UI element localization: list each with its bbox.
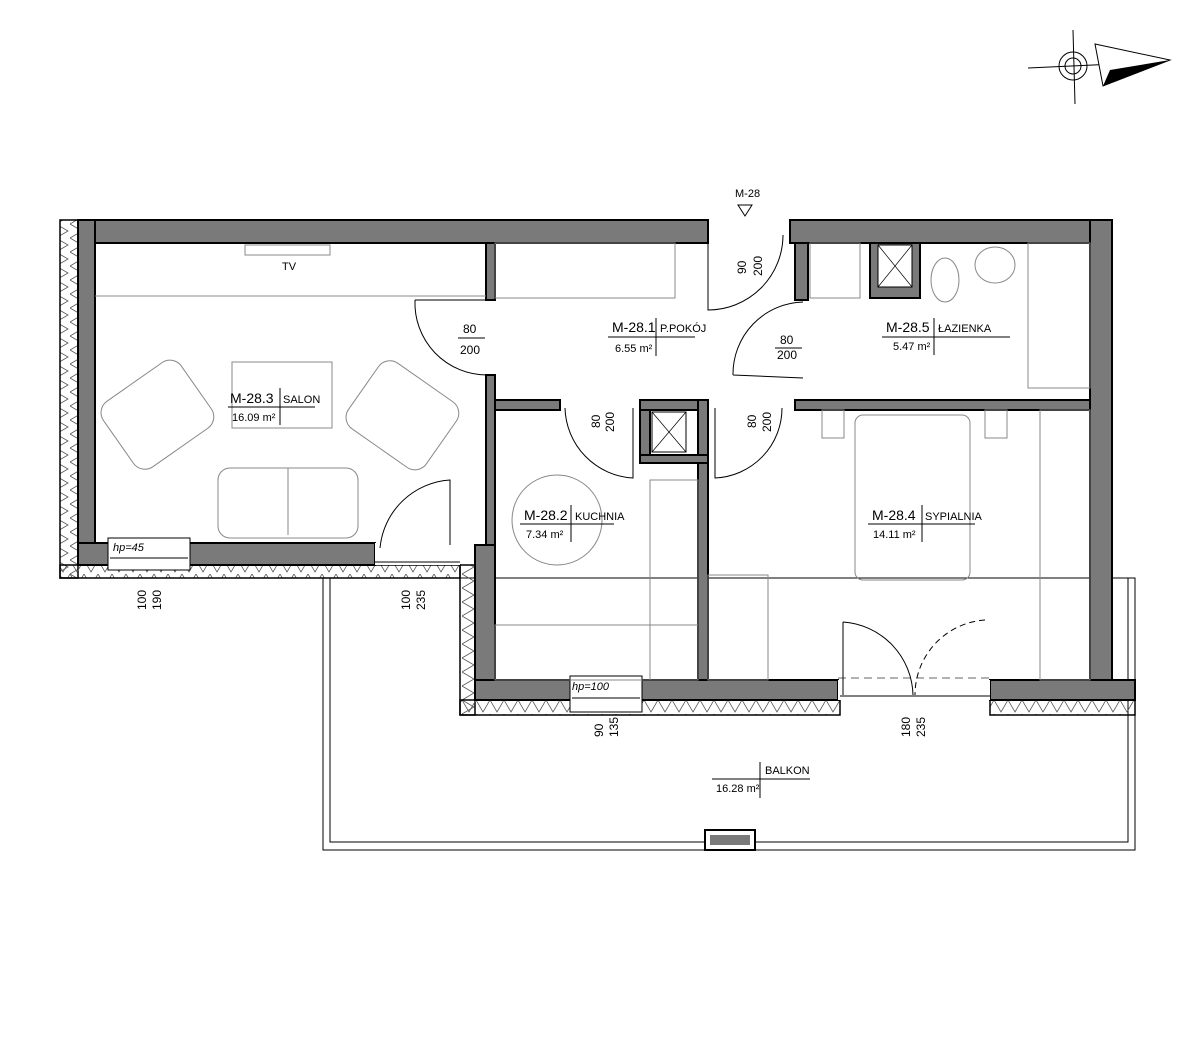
svg-text:90: 90 xyxy=(592,723,606,737)
svg-text:M-28.5: M-28.5 xyxy=(886,319,930,335)
furniture xyxy=(95,242,1091,681)
svg-text:80: 80 xyxy=(780,333,794,347)
svg-text:hp=45: hp=45 xyxy=(113,542,145,554)
svg-text:KUCHNIA: KUCHNIA xyxy=(575,511,625,523)
svg-text:100: 100 xyxy=(135,590,149,610)
window-dimensions: hp=45 100 190 100 235 hp=100 90 135 180 … xyxy=(113,542,928,737)
svg-text:200: 200 xyxy=(460,343,480,357)
svg-text:BALKON: BALKON xyxy=(765,765,810,777)
svg-text:SALON: SALON xyxy=(283,394,320,406)
svg-text:P.POKÓJ: P.POKÓJ xyxy=(660,322,706,335)
room-label-balcony: BALKON 16.28 m² xyxy=(712,762,810,798)
entrance-arrow-icon xyxy=(737,204,753,217)
svg-text:16.28 m²: 16.28 m² xyxy=(716,783,760,795)
windows xyxy=(107,537,990,713)
svg-text:hp=100: hp=100 xyxy=(572,681,610,693)
room-label-hall: M-28.1 P.POKÓJ 6.55 m² xyxy=(608,318,706,356)
svg-text:SYPIALNIA: SYPIALNIA xyxy=(925,511,983,523)
room-label-salon: M-28.3 SALON 16.09 m² xyxy=(228,388,320,425)
svg-text:M-28.4: M-28.4 xyxy=(872,507,916,523)
walls xyxy=(77,219,1136,701)
svg-text:80: 80 xyxy=(463,322,477,336)
svg-text:16.09 m²: 16.09 m² xyxy=(232,412,276,424)
svg-text:200: 200 xyxy=(777,348,797,362)
svg-text:135: 135 xyxy=(607,717,621,737)
svg-text:5.47 m²: 5.47 m² xyxy=(893,341,931,353)
svg-text:190: 190 xyxy=(150,590,164,610)
doors xyxy=(379,234,986,696)
svg-text:M-28.1: M-28.1 xyxy=(612,319,656,335)
svg-text:M-28.2: M-28.2 xyxy=(524,507,568,523)
svg-text:6.55 m²: 6.55 m² xyxy=(615,343,653,355)
entrance-label: M-28 xyxy=(735,188,760,200)
svg-text:80: 80 xyxy=(745,414,759,428)
svg-text:235: 235 xyxy=(414,590,428,610)
room-label-bedroom: M-28.4 SYPIALNIA 14.11 m² xyxy=(868,505,983,542)
svg-text:ŁAZIENKA: ŁAZIENKA xyxy=(938,323,992,335)
svg-text:200: 200 xyxy=(760,412,774,432)
room-label-kitchen: M-28.2 KUCHNIA 7.34 m² xyxy=(520,505,625,542)
svg-text:200: 200 xyxy=(751,256,765,276)
svg-text:90: 90 xyxy=(735,260,749,274)
room-label-bathroom: M-28.5 ŁAZIENKA 5.47 m² xyxy=(882,318,1010,355)
svg-text:200: 200 xyxy=(603,412,617,432)
svg-text:235: 235 xyxy=(914,717,928,737)
svg-text:14.11 m²: 14.11 m² xyxy=(873,529,916,541)
compass-icon xyxy=(1027,29,1172,105)
svg-text:M-28.3: M-28.3 xyxy=(230,390,274,406)
svg-text:80: 80 xyxy=(589,414,603,428)
door-dimensions: 80 200 80 200 80 200 80 200 90 200 xyxy=(458,256,802,432)
svg-text:100: 100 xyxy=(399,590,413,610)
svg-text:180: 180 xyxy=(899,717,913,737)
svg-text:7.34 m²: 7.34 m² xyxy=(526,529,564,541)
tv-label: TV xyxy=(282,261,297,273)
